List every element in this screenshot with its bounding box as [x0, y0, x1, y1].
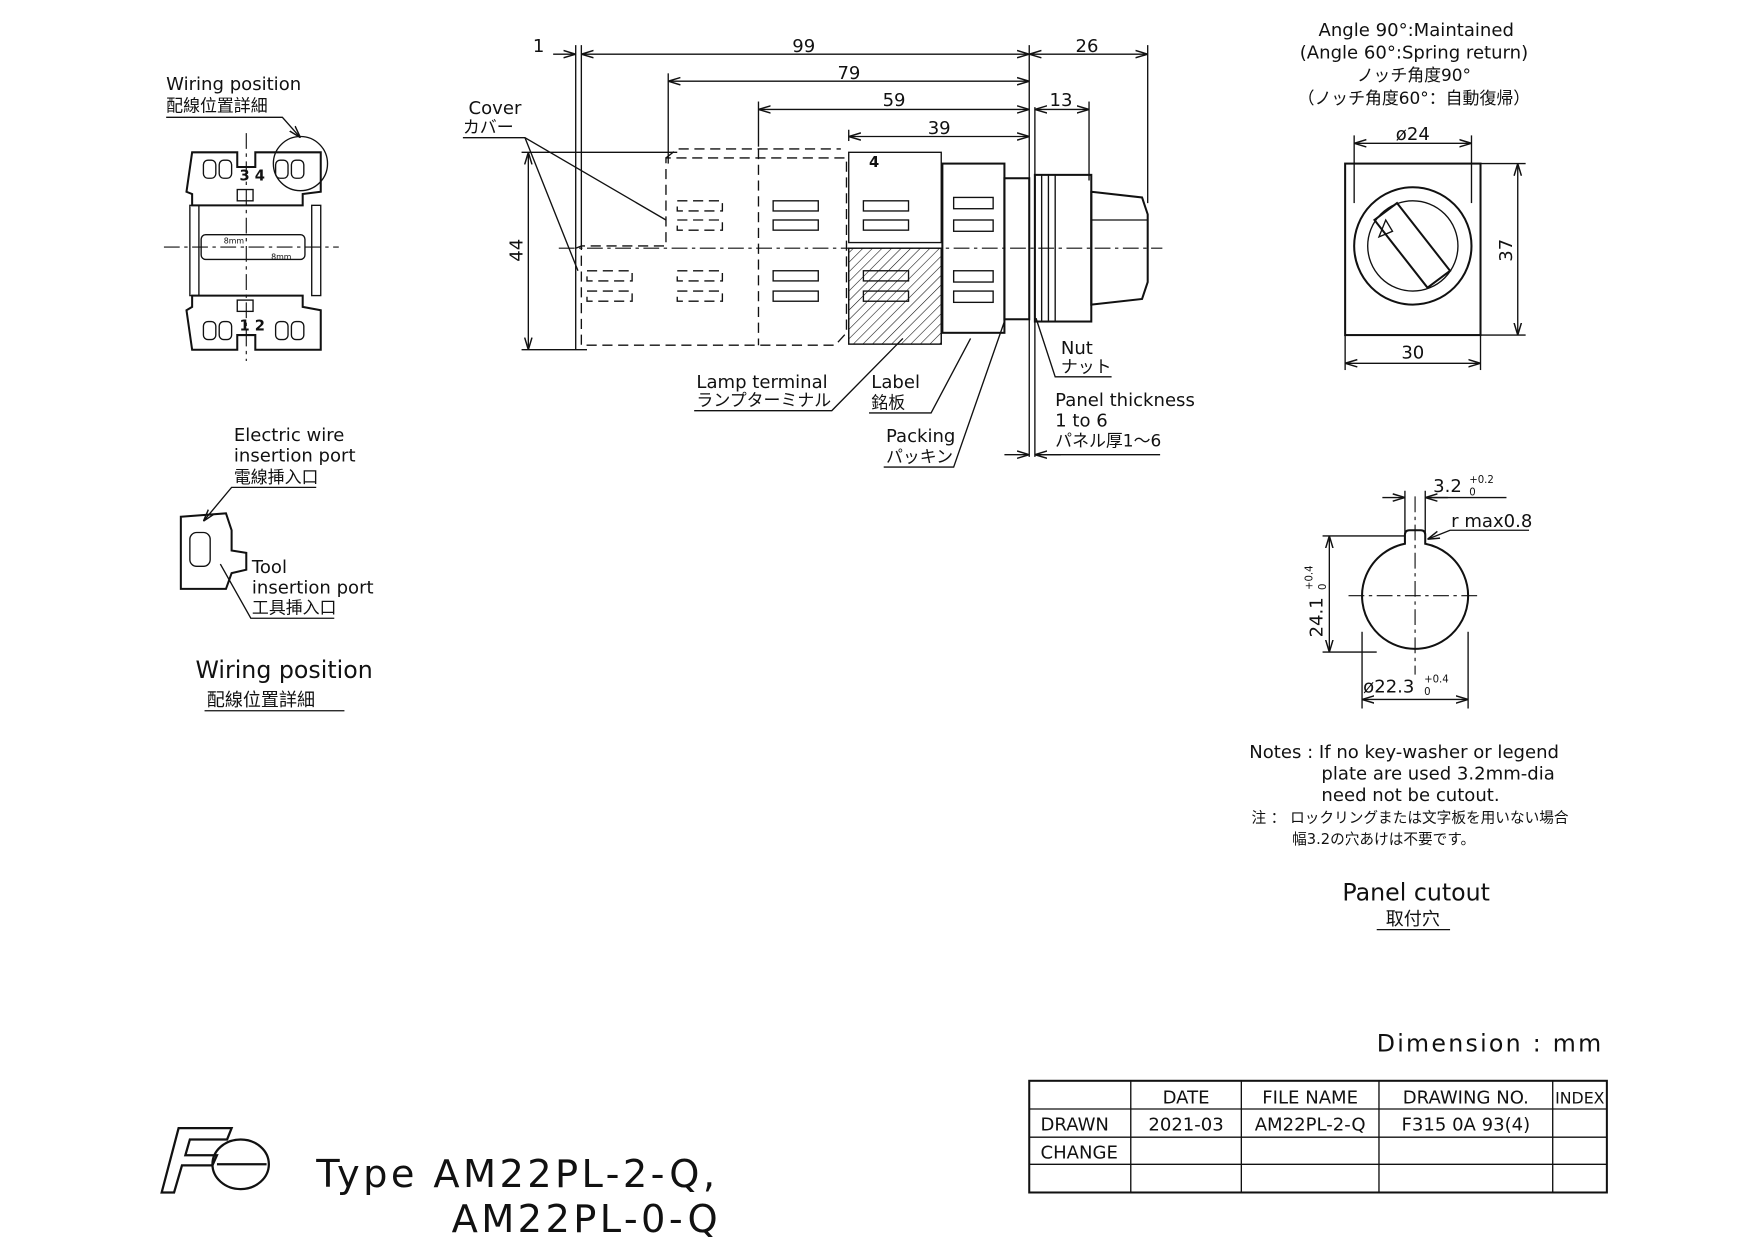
height-tol-minus: 0	[1318, 584, 1329, 590]
notes: Notes : If no key-washer or legend plate…	[1249, 742, 1569, 848]
panel-cutout-title-jp: 取付穴	[1386, 909, 1440, 930]
drawn-file-name: AM22PL-2-Q	[1255, 1114, 1366, 1135]
key-tol-minus: 0	[1469, 487, 1475, 498]
header-file-name: FILE NAME	[1262, 1087, 1358, 1108]
wiring-caption-en: Wiring position	[196, 656, 373, 684]
header-drawing-no: DRAWING NO.	[1403, 1087, 1529, 1108]
dim-39: 39	[928, 118, 951, 139]
dim-1: 1	[533, 36, 544, 57]
packing-label-en: Packing	[886, 426, 955, 447]
panel-thickness-label-jp: パネル厚1～6	[1055, 431, 1161, 451]
front-width-dim: 30	[1401, 343, 1424, 364]
wiring-title-en: Wiring position	[166, 74, 301, 95]
dim-59: 59	[883, 90, 906, 111]
angle-jp-label: ノッチ角度90°	[1357, 65, 1471, 85]
angle-spring-label: (Angle 60°:Spring return)	[1300, 43, 1528, 64]
header-date: DATE	[1163, 1087, 1210, 1108]
radius-dim: r max0.8	[1451, 511, 1532, 532]
terminal-numbers-bottom: 1 2	[240, 318, 266, 335]
note-en-line-1: Notes : If no key-washer or legend	[1249, 742, 1559, 763]
dia-tol-minus: 0	[1424, 687, 1430, 698]
angle-maintained-label: Angle 90°:Maintained	[1319, 20, 1514, 41]
type-line-2: AM22PL-0-Q	[452, 1197, 721, 1241]
label-label-en: Label	[871, 372, 920, 393]
wire-length-label: 8mm	[224, 237, 244, 246]
nut-label-jp: ナット	[1061, 356, 1112, 376]
row-change-label: CHANGE	[1041, 1143, 1118, 1164]
cutout-height-dim: 24.1	[1307, 597, 1328, 637]
nut-label-en: Nut	[1061, 338, 1093, 359]
lamp-terminal-label-jp: ランプターミナル	[696, 390, 831, 410]
dim-79: 79	[837, 63, 860, 84]
cover-label-en: Cover	[469, 98, 522, 119]
terminal-4-label: 4	[869, 154, 879, 171]
wire-port-label-en-2: insertion port	[234, 445, 356, 466]
lamp-terminal-label-en: Lamp terminal	[696, 372, 827, 393]
note-en-line-2: plate are used 3.2mm-dia	[1321, 764, 1554, 785]
title-block: DATE FILE NAME DRAWING NO. INDEX DRAWN 2…	[1028, 1079, 1608, 1194]
side-view: 1 99 26 79 59 13 39 44 4	[463, 36, 1195, 468]
terminal-slots	[586, 200, 910, 302]
terminal-numbers-top: 3 4	[240, 168, 266, 185]
front-diameter-dim: ø24	[1396, 124, 1430, 145]
dim-26: 26	[1075, 36, 1098, 57]
insertion-port-view: Electric wire insertion port 電線挿入口 Tool …	[179, 425, 374, 712]
note-jp-line-1: 注 ： ロックリングまたは文字板を用いない場合	[1251, 808, 1568, 826]
cutout-diameter-dim: ø22.3	[1363, 677, 1414, 698]
tool-port-label-en: Tool	[251, 557, 287, 578]
panel-thickness-label-en: Panel thickness	[1055, 390, 1195, 411]
angle-jp-label-2: （ノッチ角度60°：自動復帰）	[1298, 88, 1531, 108]
label-label-jp: 銘板	[871, 392, 905, 412]
front-height-dim: 37	[1496, 239, 1517, 262]
packing-label-jp: パッキン	[886, 447, 953, 467]
height-tol-plus: +0.4	[1304, 565, 1315, 590]
type-line-1: Type AM22PL-2-Q,	[315, 1152, 718, 1197]
wire-port-label-en: Electric wire	[234, 425, 345, 446]
dim-13: 13	[1050, 90, 1073, 111]
key-tol-plus: +0.2	[1469, 475, 1494, 486]
dim-44: 44	[507, 239, 528, 262]
tool-port-label-en-2: insertion port	[252, 577, 374, 598]
dim-99: 99	[792, 36, 815, 57]
note-jp-line-2: 幅3.2の穴あけは不要です。	[1292, 831, 1475, 848]
drawn-drawing-no: F315 0A 93(4)	[1402, 1114, 1531, 1135]
dia-tol-plus: +0.4	[1424, 675, 1449, 686]
row-drawn-label: DRAWN	[1041, 1114, 1109, 1135]
drawn-date: 2021-03	[1148, 1114, 1223, 1135]
panel-cutout-view: 3.2 +0.2 0 r max0.8 24.1 +0.4 0 ø22.3 +0…	[1304, 475, 1532, 931]
front-view: Angle 90°:Maintained (Angle 60°:Spring r…	[1298, 20, 1531, 371]
wiring-title-jp: 配線位置詳細	[166, 96, 267, 116]
panel-cutout-title-en: Panel cutout	[1342, 878, 1490, 906]
panel-thickness-range: 1 to 6	[1055, 410, 1108, 431]
header-index: INDEX	[1555, 1088, 1605, 1107]
fuji-electric-logo	[160, 1127, 270, 1194]
wiring-position-view: Wiring position 配線位置詳細 3 4 1 2 8mm 8mm	[163, 74, 339, 362]
wire-length-label-2: 8mm	[271, 252, 291, 261]
wire-port-label-jp: 電線挿入口	[234, 467, 319, 487]
tool-port-label-jp: 工具挿入口	[252, 598, 337, 618]
cover-label-jp: カバー	[463, 117, 514, 137]
wiring-caption-jp: 配線位置詳細	[207, 690, 315, 711]
terminal-holes	[202, 159, 305, 341]
note-en-line-3: need not be cutout.	[1321, 785, 1499, 806]
key-width-dim: 3.2	[1433, 476, 1462, 497]
dimension-unit: Dimension : mm	[1377, 1029, 1604, 1057]
